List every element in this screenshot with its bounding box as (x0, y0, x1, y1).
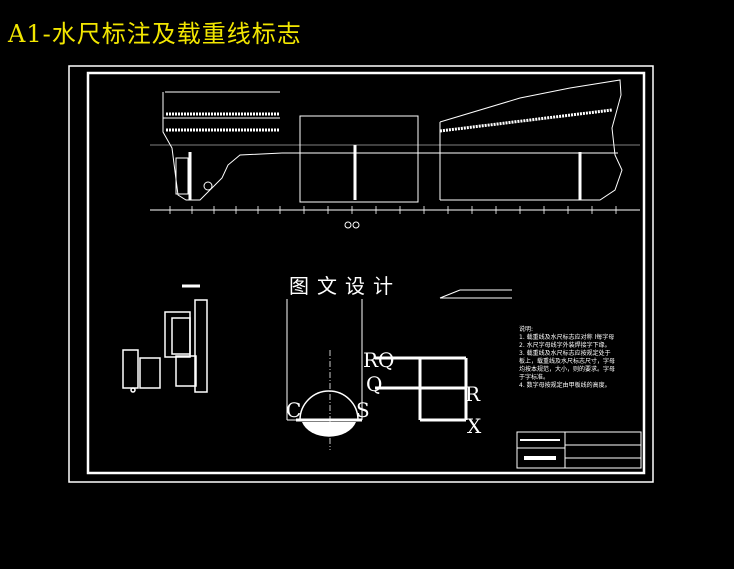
notes-line: 4. 数字母按规定由甲板线的高度。 (519, 382, 611, 389)
outer-frame (68, 65, 654, 483)
mark-c: C (286, 398, 302, 422)
mark-rq: RQ (363, 348, 395, 372)
notes-line: 于字标准。 (519, 374, 550, 381)
plimsoll-circle-top (299, 390, 359, 421)
mark-x: X (467, 414, 482, 438)
page-title: A1-水尺标注及载重线标志 (8, 20, 302, 48)
notes-line: 3. 载重线及水尺标志应按规定处于 (519, 350, 611, 357)
watermark-text: 图文设计 (285, 270, 405, 299)
mark-s: S (356, 398, 370, 422)
hull-profile (150, 79, 640, 211)
load-line-symbol (344, 221, 352, 229)
notes-line: 2. 水尺字母线字外装焊接字下缘。 (519, 342, 611, 349)
load-line-marks (375, 356, 468, 422)
mark-r: R (465, 382, 481, 406)
frame-scale (169, 206, 617, 214)
notes-heading: 说明: (519, 326, 534, 333)
inner-frame (86, 71, 646, 475)
notes-line: 1. 载重线及水尺标志应对称 l每字母 (519, 334, 615, 341)
deck-marks (166, 108, 613, 133)
notes-line: 板上，载重线及水尺标志尺寸，字母 (519, 358, 616, 365)
title-block (516, 431, 642, 469)
notes-line: 均按本规范，大小，则的要求。字母 (519, 366, 616, 373)
plimsoll-circle-bottom (302, 422, 356, 437)
draught-rods (188, 145, 582, 200)
notes-block: 说明: 1. 载重线及水尺标志应对称 l每字母 2. 水尺字母线字外装焊接字下缘… (519, 326, 629, 390)
detail-left (122, 284, 208, 393)
mark-q: Q (366, 372, 383, 396)
